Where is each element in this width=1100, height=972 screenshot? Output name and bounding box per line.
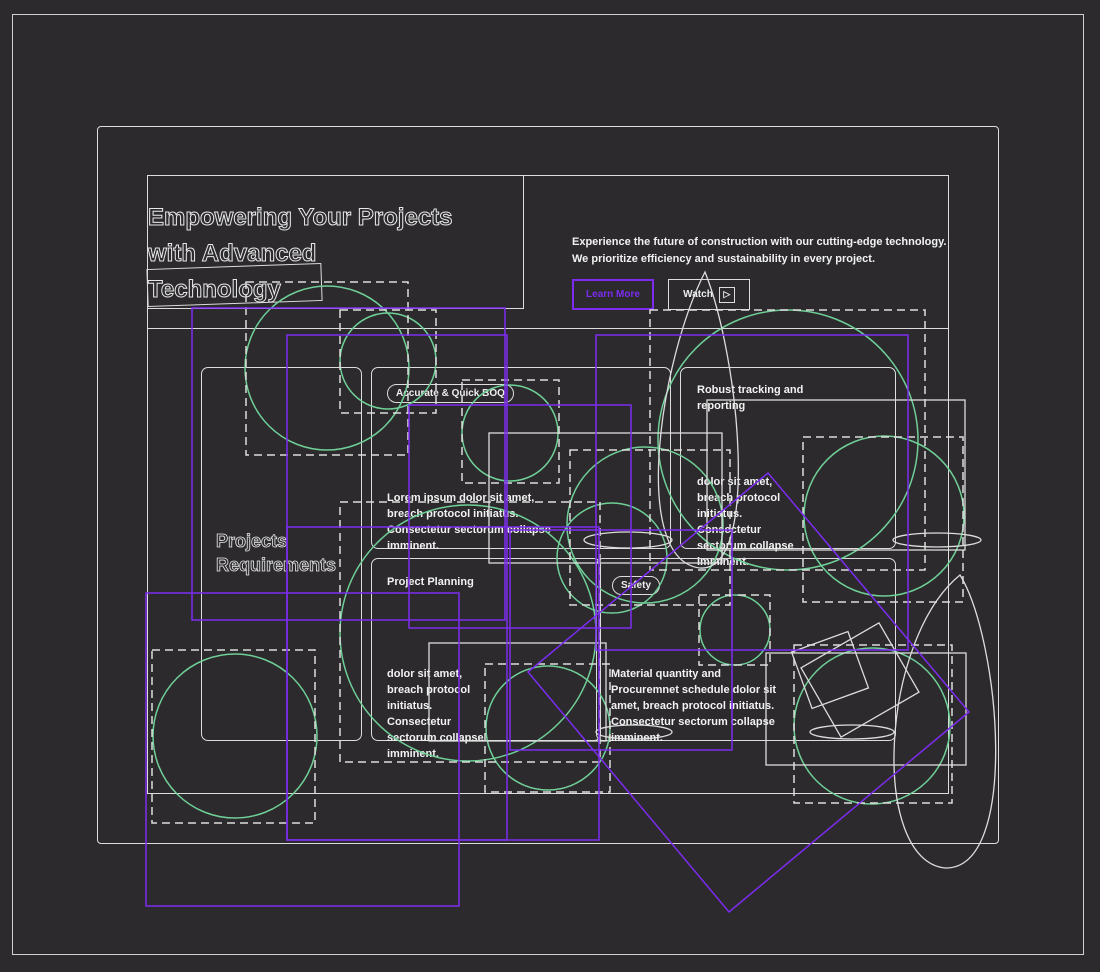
hero-title-line: with Advanced	[148, 240, 317, 268]
requirements-title-line: Requirements	[216, 555, 337, 576]
watch-button[interactable]: Watch ▷	[668, 279, 750, 310]
safety-text: Material quantity and Procuremnet schedu…	[611, 668, 777, 744]
tracking-title: Robust tracking and reporting	[697, 384, 804, 412]
planning-title: Project Planning	[387, 576, 474, 588]
watch-label: Watch	[683, 289, 713, 300]
learn-more-button[interactable]: Learn More	[572, 279, 654, 310]
learn-more-label: Learn More	[586, 289, 640, 300]
requirements-title-line: Projects	[216, 531, 288, 552]
safety-badge: Safety	[612, 576, 661, 595]
boq-badge: Accurate & Quick BOQ	[387, 384, 514, 403]
tracking-text: dolor sit amet, breach protocol initiatu…	[697, 476, 794, 568]
requirements-title: Projects Requirements	[216, 529, 337, 577]
play-icon: ▷	[718, 286, 735, 303]
boq-text: Lorem ipsum dolor sit amet, breach proto…	[387, 492, 551, 552]
canvas-frame	[12, 14, 1084, 955]
hero-title-line: Empowering Your Projects	[148, 204, 454, 232]
planning-text: dolor sit amet, breach protocol initiatu…	[387, 668, 484, 760]
technology-highlight-box	[146, 262, 323, 308]
hero-description: Experience the future of construction wi…	[572, 236, 947, 265]
